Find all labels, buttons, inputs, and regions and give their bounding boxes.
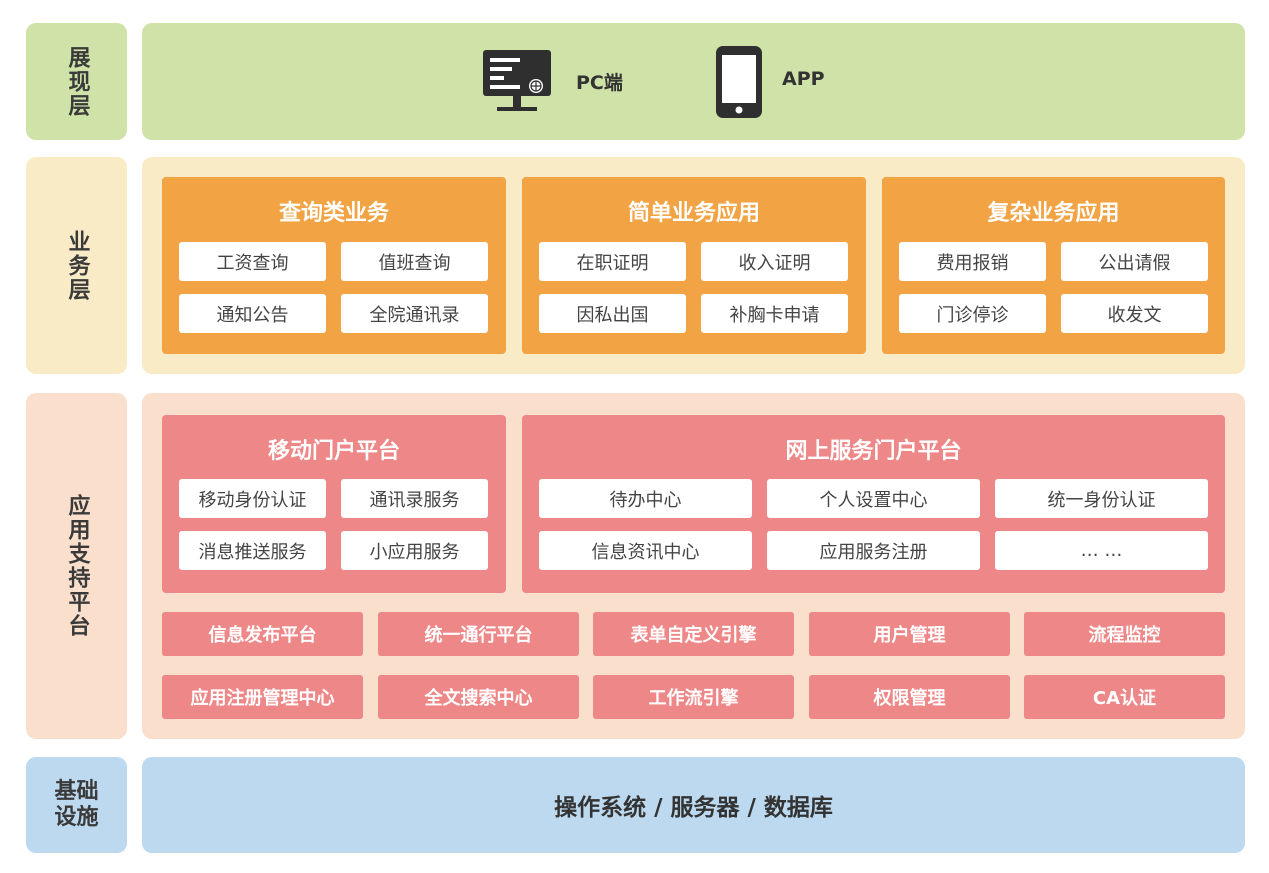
business-item[interactable]: 通知公告 — [179, 294, 326, 333]
business-item[interactable]: 因私出国 — [539, 294, 686, 333]
business-item[interactable]: 收入证明 — [701, 242, 848, 281]
business-group-simple: 简单业务应用 在职证明 收入证明 因私出国 补胸卡申请 — [522, 177, 866, 354]
platform-bar[interactable]: 工作流引擎 — [593, 675, 794, 719]
app-label: APP — [782, 68, 825, 90]
presentation-layer-label: 展现层 — [26, 23, 127, 140]
platform-bar[interactable]: 应用注册管理中心 — [162, 675, 363, 719]
monitor-icon — [482, 48, 552, 114]
support-layer-panel: 移动门户平台 移动身份认证 通讯录服务 消息推送服务 小应用服务 网上服务门户平… — [142, 393, 1245, 739]
group-title: 移动门户平台 — [267, 439, 400, 464]
mobile-portal-group: 移动门户平台 移动身份认证 通讯录服务 消息推送服务 小应用服务 — [162, 415, 506, 593]
business-item[interactable]: 门诊停诊 — [899, 294, 1046, 333]
pc-label: PC端 — [576, 72, 623, 94]
support-layer-label-text: 应用支持平台 — [64, 494, 90, 638]
business-item[interactable]: 公出请假 — [1061, 242, 1208, 281]
support-item[interactable]: 应用服务注册 — [767, 531, 980, 570]
business-layer-label: 业务层 — [26, 157, 127, 374]
support-layer-label: 应用支持平台 — [26, 393, 127, 739]
group-title: 复杂业务应用 — [987, 201, 1120, 226]
business-group-query: 查询类业务 工资查询 值班查询 通知公告 全院通讯录 — [162, 177, 506, 354]
business-layer-panel: 查询类业务 工资查询 值班查询 通知公告 全院通讯录 简单业务应用 在职证明 收… — [142, 157, 1245, 374]
business-item[interactable]: 收发文 — [1061, 294, 1208, 333]
platform-bar[interactable]: 权限管理 — [809, 675, 1010, 719]
business-group-complex: 复杂业务应用 费用报销 公出请假 门诊停诊 收发文 — [882, 177, 1225, 354]
business-item[interactable]: 全院通讯录 — [341, 294, 488, 333]
support-item[interactable]: 消息推送服务 — [179, 531, 326, 570]
infrastructure-layer-label-text: 基础设施 — [54, 779, 99, 830]
platform-bar[interactable]: 表单自定义引擎 — [593, 612, 794, 656]
infrastructure-layer-label: 基础设施 — [26, 757, 127, 853]
support-item[interactable]: 待办中心 — [539, 479, 752, 518]
platform-bar[interactable]: 流程监控 — [1024, 612, 1225, 656]
business-item[interactable]: 费用报销 — [899, 242, 1046, 281]
group-title: 网上服务门户平台 — [785, 439, 962, 464]
presentation-layer-label-text: 展现层 — [64, 45, 90, 118]
support-item[interactable]: 统一身份认证 — [995, 479, 1208, 518]
support-item[interactable]: 小应用服务 — [341, 531, 488, 570]
smartphone-icon — [714, 45, 764, 119]
platform-bar[interactable]: 信息发布平台 — [162, 612, 363, 656]
platform-bar[interactable]: CA认证 — [1024, 675, 1225, 719]
support-item[interactable]: 信息资讯中心 — [539, 531, 752, 570]
business-layer-label-text: 业务层 — [64, 229, 90, 302]
business-item[interactable]: 补胸卡申请 — [701, 294, 848, 333]
business-item[interactable]: 在职证明 — [539, 242, 686, 281]
group-title: 简单业务应用 — [627, 201, 760, 226]
presentation-layer-panel: PC端 APP — [142, 23, 1245, 140]
support-item[interactable]: 通讯录服务 — [341, 479, 488, 518]
business-item[interactable]: 值班查询 — [341, 242, 488, 281]
business-item[interactable]: 工资查询 — [179, 242, 326, 281]
support-item-more[interactable]: … … — [995, 531, 1208, 570]
support-item[interactable]: 个人设置中心 — [767, 479, 980, 518]
platform-bar[interactable]: 全文搜索中心 — [378, 675, 579, 719]
infrastructure-layer-panel: 操作系统 / 服务器 / 数据库 — [142, 757, 1245, 853]
support-item[interactable]: 移动身份认证 — [179, 479, 326, 518]
platform-bar[interactable]: 用户管理 — [809, 612, 1010, 656]
web-portal-group: 网上服务门户平台 待办中心 个人设置中心 统一身份认证 信息资讯中心 应用服务注… — [522, 415, 1225, 593]
group-title: 查询类业务 — [278, 201, 389, 226]
platform-bar[interactable]: 统一通行平台 — [378, 612, 579, 656]
infrastructure-content: 操作系统 / 服务器 / 数据库 — [554, 795, 833, 821]
